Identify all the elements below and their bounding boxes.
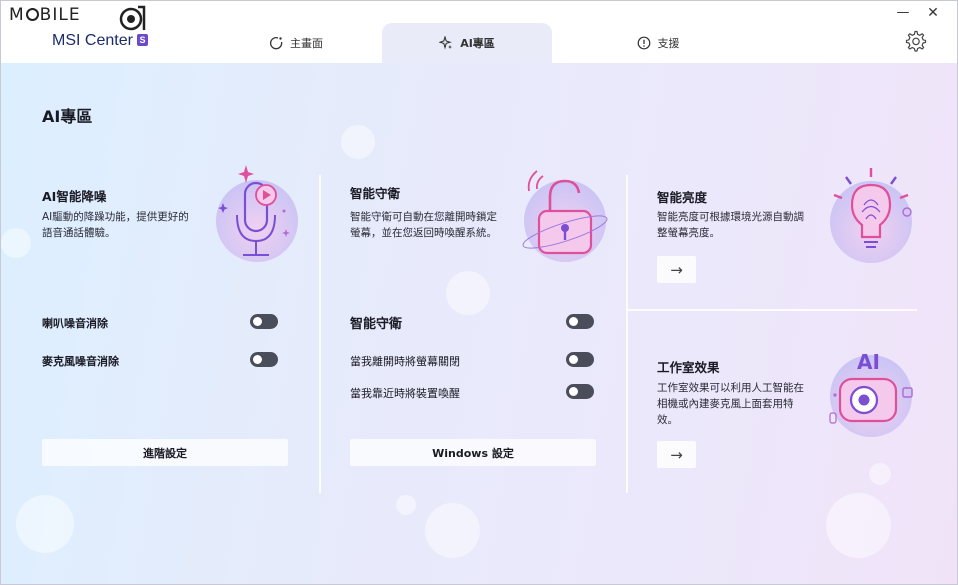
desc-line: 相機或內建麥克風上面套用特 [657, 398, 794, 410]
mobile01-mark-icon [119, 5, 146, 31]
microphone-illustration-icon [216, 165, 298, 262]
guard-card-title: 智能守衛 [350, 186, 401, 201]
desc-line: 智能亮度可根據環境光源自動調 [657, 211, 804, 223]
sparkle-icon [439, 36, 453, 50]
brightness-card-desc: 智能亮度可根據環境光源自動調 整螢幕亮度。 [657, 209, 804, 241]
advanced-settings-button[interactable]: 進階設定 [42, 439, 288, 466]
mic-noise-toggle[interactable] [250, 352, 278, 367]
brightness-arrow-button[interactable]: → [657, 256, 696, 283]
desc-line: 智能守衛可自動在您離開時鎖定 [350, 211, 497, 223]
studio-ai-text: AI [857, 350, 880, 374]
page-title: AI專區 [42, 107, 93, 126]
studio-card-desc: 工作室效果可以利用人工智能在 相機或內建麥克風上面套用特 效。 [657, 380, 804, 428]
camera-illustration-icon: AI [829, 350, 913, 437]
bg-bubble [16, 495, 74, 553]
guard-main-toggle[interactable] [566, 314, 594, 329]
brightness-card-title: 智能亮度 [657, 190, 708, 205]
column-divider [626, 175, 628, 493]
alert-circle-icon [637, 36, 650, 50]
desc-line: 效。 [657, 414, 678, 426]
mic-noise-label: 麥克風噪音消除 [42, 355, 119, 368]
tab-label: AI專區 [460, 37, 495, 50]
screen-off-label: 當我離開時將螢幕關閉 [350, 355, 460, 368]
bg-bubble [396, 495, 416, 515]
tab-home[interactable]: 主畫面 [211, 23, 381, 63]
bg-bubble [341, 125, 375, 159]
app-badge: S [137, 34, 148, 46]
column-divider [319, 175, 321, 493]
windows-settings-button[interactable]: Windows 設定 [350, 439, 596, 466]
speaker-noise-label: 喇叭噪音消除 [42, 317, 108, 330]
ai-zone-content: AI專區 AI智能降噪 AI驅動的降躁功能，提供更好的 語音通話體驗。 喇 [1, 63, 957, 584]
guard-section-label: 智能守衛 [350, 317, 403, 332]
desc-line: AI驅動的降躁功能，提供更好的 [42, 211, 189, 223]
wake-device-toggle[interactable] [566, 384, 594, 399]
bg-bubble [1, 228, 31, 258]
row-divider [627, 309, 917, 311]
tab-ai-zone[interactable]: AI專區 [382, 23, 552, 63]
title-bar: M BILE MSI Center S 主畫面 AI專區 [1, 1, 957, 63]
tab-label: 支援 [657, 37, 680, 50]
studio-arrow-button[interactable]: → [657, 441, 696, 468]
desc-line: 螢幕，並在您返回時喚醒系統。 [350, 227, 497, 239]
logo-text-right: BILE [39, 5, 81, 25]
desc-line: 整螢幕亮度。 [657, 227, 720, 239]
mobile01-logo: M BILE [9, 5, 81, 25]
bg-bubble [446, 271, 490, 315]
logo-o-icon [25, 8, 39, 21]
speaker-noise-toggle[interactable] [250, 314, 278, 329]
tab-support[interactable]: 支援 [573, 23, 743, 63]
minimize-button[interactable]: — [896, 5, 910, 20]
lock-illustration-icon [522, 170, 608, 262]
bg-bubble [869, 463, 891, 485]
app-name: MSI Center [52, 32, 133, 49]
noise-card-desc: AI驅動的降躁功能，提供更好的 語音通話體驗。 [42, 209, 189, 241]
guard-card-desc: 智能守衛可自動在您離開時鎖定 螢幕，並在您返回時喚醒系統。 [350, 209, 497, 241]
lightbulb-illustration-icon [830, 168, 912, 263]
arrow-right-icon: → [670, 445, 683, 464]
logo-text-left: M [9, 5, 25, 25]
bg-bubble [425, 503, 480, 558]
studio-card-title: 工作室效果 [657, 360, 720, 375]
gear-icon[interactable] [903, 29, 927, 53]
arrow-right-icon: → [670, 260, 683, 279]
tab-label: 主畫面 [290, 37, 323, 50]
desc-line: 工作室效果可以利用人工智能在 [657, 382, 804, 394]
noise-card-title: AI智能降噪 [42, 189, 107, 204]
close-button[interactable]: ✕ [927, 5, 939, 21]
screen-off-toggle[interactable] [566, 352, 594, 367]
home-icon [270, 37, 283, 50]
desc-line: 語音通話體驗。 [42, 227, 116, 239]
wake-device-label: 當我靠近時將裝置喚醒 [350, 387, 460, 400]
bg-bubble [826, 493, 891, 558]
